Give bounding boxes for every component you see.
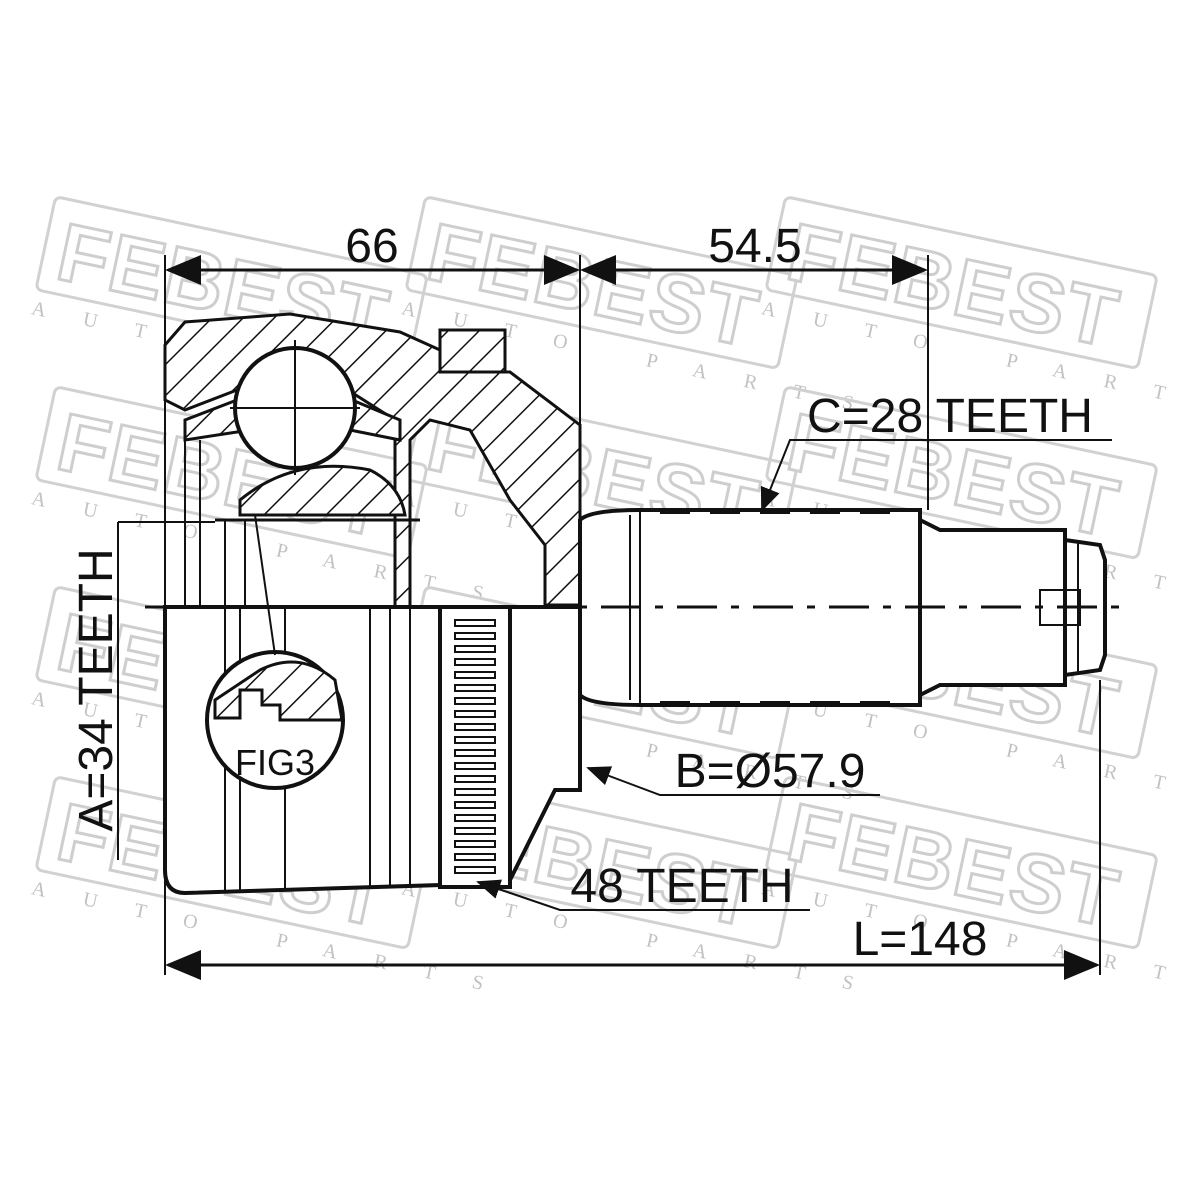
abs-tooth (454, 749, 496, 757)
dim-b-57-9: B=Ø57.9 (675, 745, 866, 798)
abs-tooth (454, 736, 496, 744)
abs-tooth (454, 632, 496, 640)
abs-tooth (454, 827, 496, 835)
abs-tooth (454, 697, 496, 705)
abs-tooth (454, 814, 496, 822)
abs-tooth (454, 671, 496, 679)
abs-ring (438, 605, 512, 889)
abs-tooth (454, 619, 496, 627)
inner-race-section (238, 464, 407, 517)
fig3-detail: FIG3 (205, 514, 345, 790)
dim-l-148: L=148 (853, 913, 988, 966)
abs-tooth (454, 645, 496, 653)
abs-ring-section (438, 328, 507, 374)
abs-tooth (454, 853, 496, 861)
dim-54-5: 54.5 (708, 220, 801, 273)
abs-tooth (454, 723, 496, 731)
outer-race-section (163, 312, 582, 609)
abs-tooth (454, 840, 496, 848)
abs-tooth (454, 801, 496, 809)
dimensions: 66 54.5 L=148 A=34 TEETH C=28 TEETH B=Ø5… (70, 220, 1112, 980)
dim-66: 66 (345, 220, 398, 273)
fig3-label: FIG3 (235, 742, 315, 783)
dim-c-28-teeth: C=28 TEETH (807, 390, 1093, 443)
dim-48-teeth: 48 TEETH (570, 860, 793, 913)
abs-tooth (454, 684, 496, 692)
dim-a-34-teeth: A=34 TEETH (70, 548, 123, 831)
abs-tooth (454, 658, 496, 666)
abs-tooth (454, 775, 496, 783)
abs-tooth (454, 762, 496, 770)
abs-tooth (454, 866, 496, 874)
abs-tooth (454, 788, 496, 796)
abs-tooth (454, 710, 496, 718)
abs-ring-teeth (454, 619, 496, 874)
